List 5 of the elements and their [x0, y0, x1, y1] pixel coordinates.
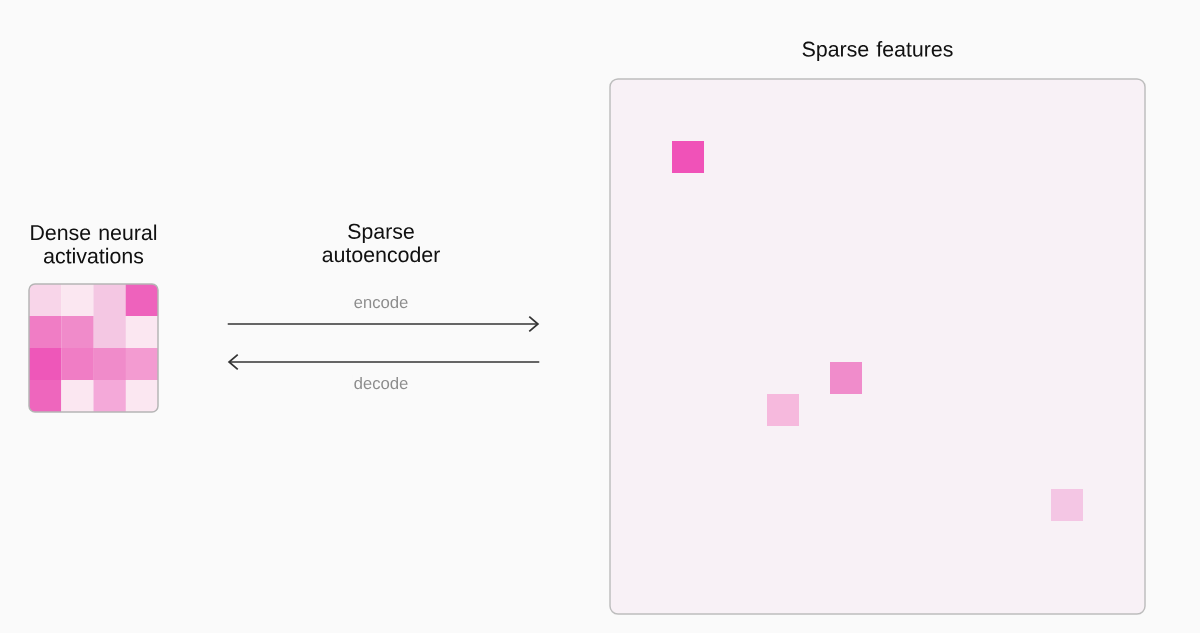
heading: Dense neural activations [31, 224, 157, 264]
heading: Sparse features [802, 41, 953, 61]
heading: Sparse autoencoder [322, 223, 440, 263]
arrow [226, 315, 540, 333]
arrow [227, 353, 541, 371]
